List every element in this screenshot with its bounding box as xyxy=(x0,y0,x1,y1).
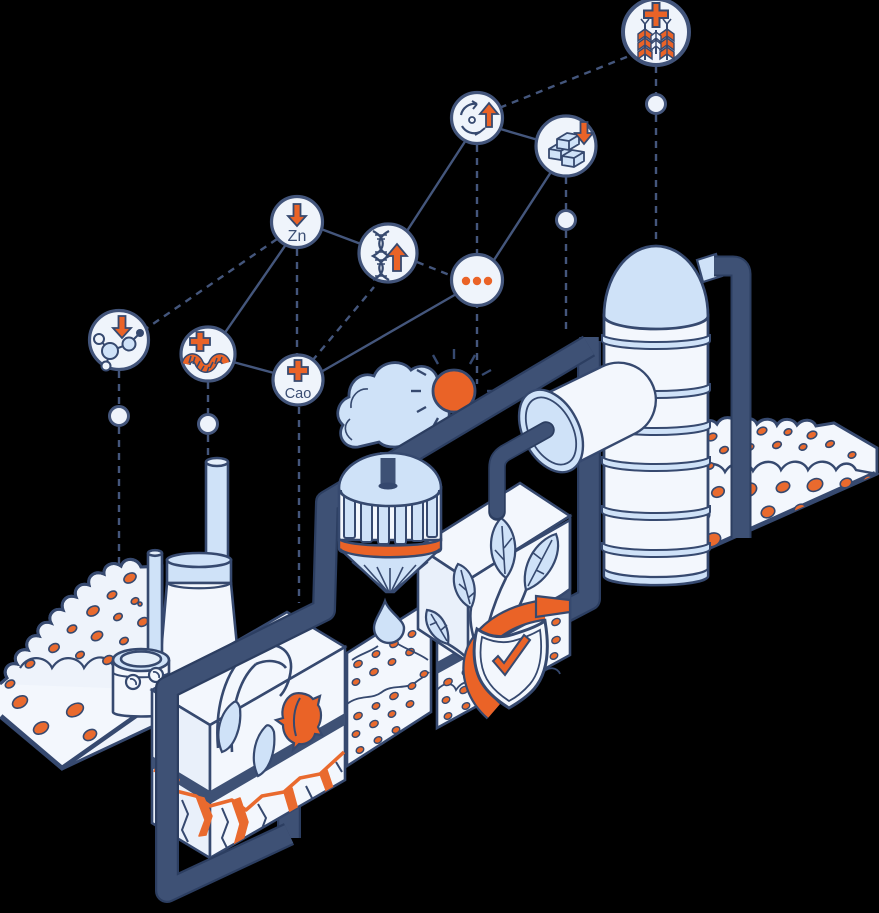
svg-text:Cao: Cao xyxy=(285,386,312,402)
svg-text:Zn: Zn xyxy=(288,228,307,245)
